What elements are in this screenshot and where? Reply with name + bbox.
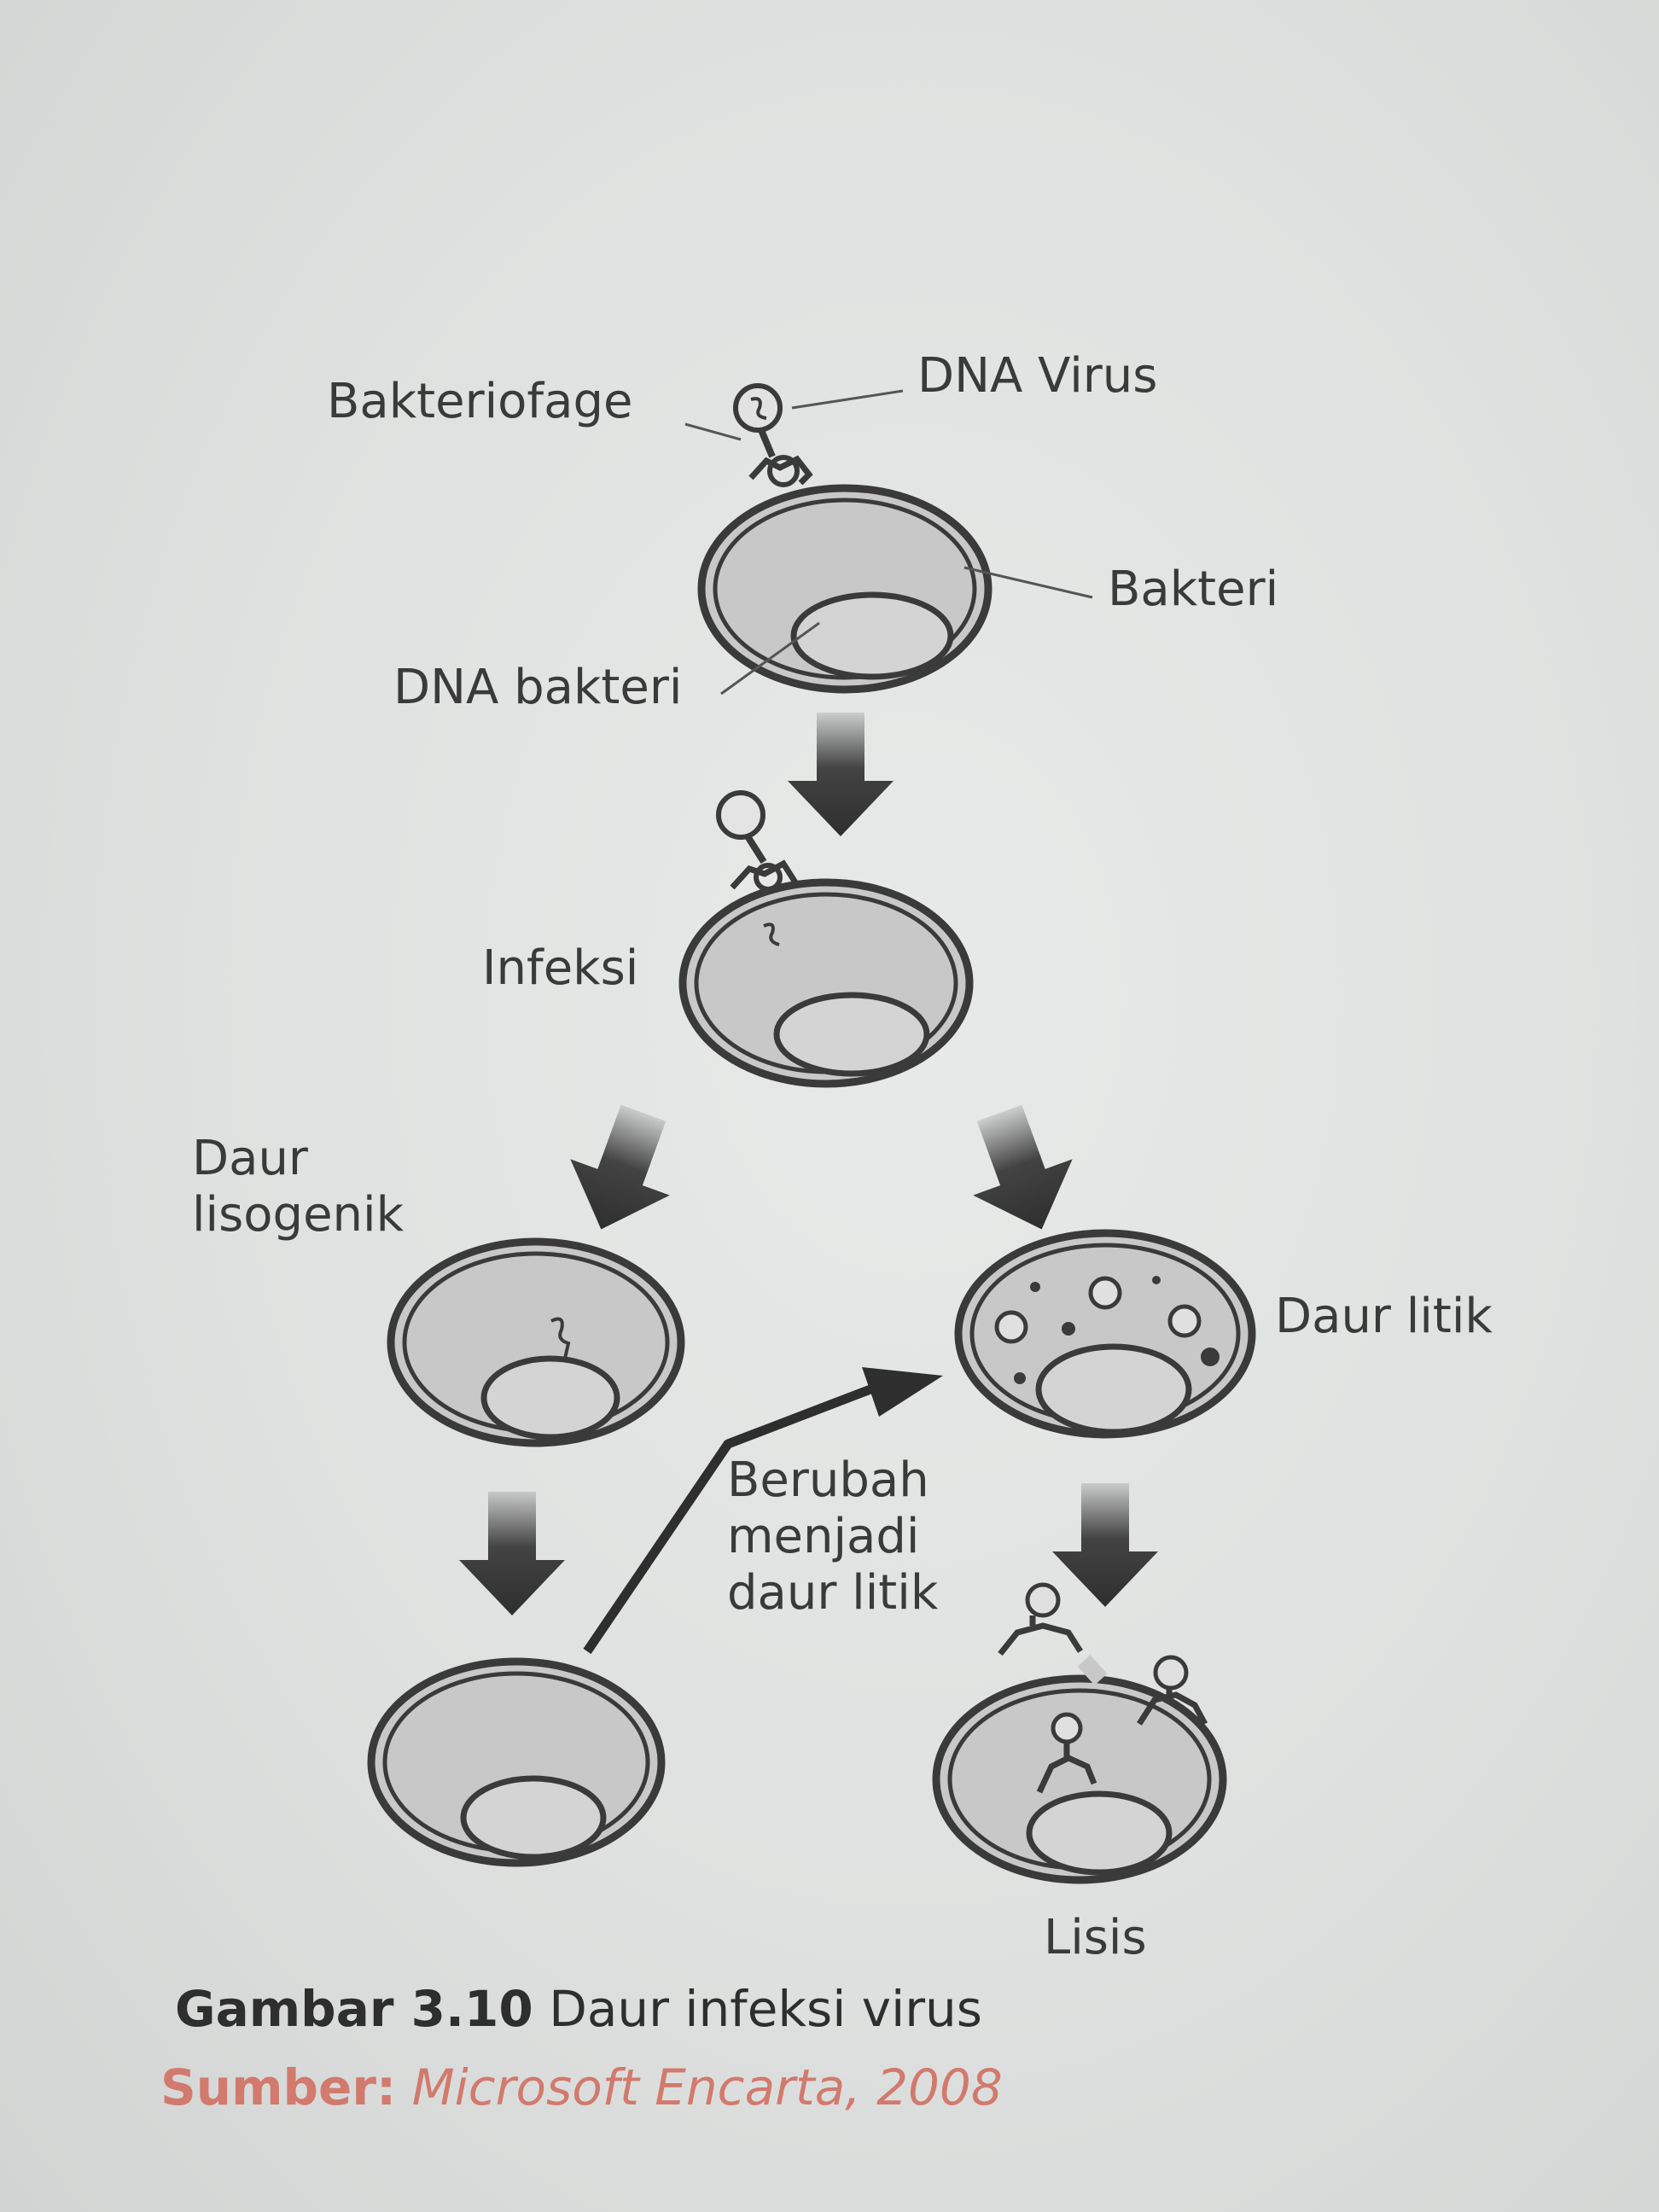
leader-dna-bakteri (720, 621, 820, 696)
label-daur-litik: Daur litik (1275, 1289, 1493, 1344)
arrow-to-lisogenik (551, 1095, 694, 1248)
cell-lysogenic (387, 1237, 685, 1447)
cell-lytic (954, 1229, 1256, 1439)
cell-infection (678, 878, 974, 1088)
cell-attachment (697, 484, 992, 694)
released-phage-icons (998, 1582, 1208, 1794)
figure-source: Sumber: Microsoft Encarta, 2008 (160, 2058, 1003, 2116)
arrow-down-lisogenik (459, 1492, 565, 1615)
label-berubah-menjadi-daur-litik: Berubah menjadi daur litik (727, 1452, 939, 1621)
arrow-down-litik (1052, 1483, 1158, 1607)
leader-bakteri (963, 566, 1093, 599)
arrow-to-litik (949, 1095, 1091, 1248)
cell-lysis (932, 1655, 1227, 1884)
leader-dna-virus (791, 389, 904, 410)
phage-capsid-empty-icon (716, 790, 798, 892)
label-dna-virus: DNA Virus (917, 348, 1158, 404)
leader-bakteriofage (684, 422, 742, 441)
label-daur-lisogenik: Daur lisogenik (192, 1131, 405, 1243)
label-bakteri: Bakteri (1108, 562, 1279, 617)
label-bakteriofage: Bakteriofage (327, 374, 633, 429)
cell-lysogenic-2 (367, 1657, 666, 1867)
label-lisis: Lisis (1044, 1910, 1147, 1965)
figure-caption: Gambar 3.10 Daur infeksi virus (175, 1980, 982, 2038)
arrow-down-1 (788, 713, 894, 836)
figure-number: Gambar 3.10 (175, 1980, 533, 2038)
figure-title: Daur infeksi virus (549, 1980, 983, 2038)
label-infeksi: Infeksi (482, 940, 639, 996)
source-text: Microsoft Encarta, 2008 (411, 2058, 1003, 2116)
bacteriophage-icon (733, 383, 813, 487)
label-dna-bakteri: DNA bakteri (393, 660, 683, 715)
source-label: Sumber: (160, 2058, 397, 2116)
arrow-switch-to-litik (583, 1367, 943, 1655)
